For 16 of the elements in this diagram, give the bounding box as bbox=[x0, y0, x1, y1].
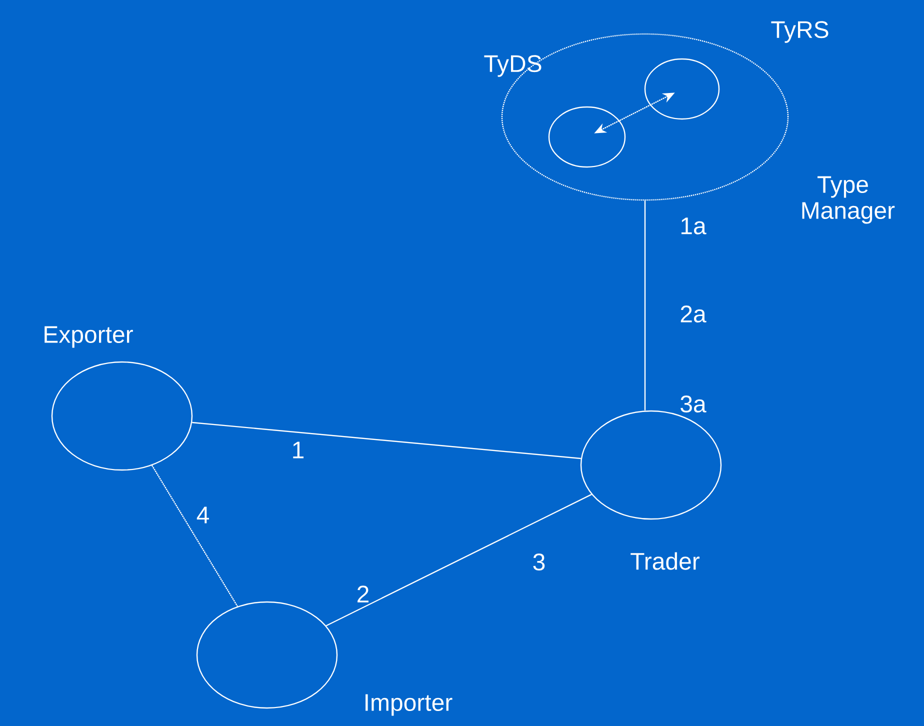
node-label: Trader bbox=[630, 552, 700, 570]
edge-label: 1 bbox=[293, 442, 304, 458]
connector bbox=[326, 494, 592, 626]
line-label: 2 bbox=[358, 586, 368, 602]
node-label: TyRS bbox=[771, 21, 828, 43]
line-label: 3 bbox=[533, 554, 545, 570]
connector bbox=[151, 465, 238, 607]
node-label: Type Manager bbox=[802, 176, 895, 224]
edge-label: 4 bbox=[196, 506, 209, 524]
connector bbox=[644, 200, 646, 410]
connector bbox=[192, 422, 581, 460]
node-label: Importer bbox=[366, 694, 452, 716]
line-label: 2a bbox=[680, 306, 706, 322]
node-label: Exporter bbox=[44, 326, 133, 348]
line-label: 1a bbox=[682, 218, 706, 234]
line-label: 3a bbox=[680, 396, 706, 412]
